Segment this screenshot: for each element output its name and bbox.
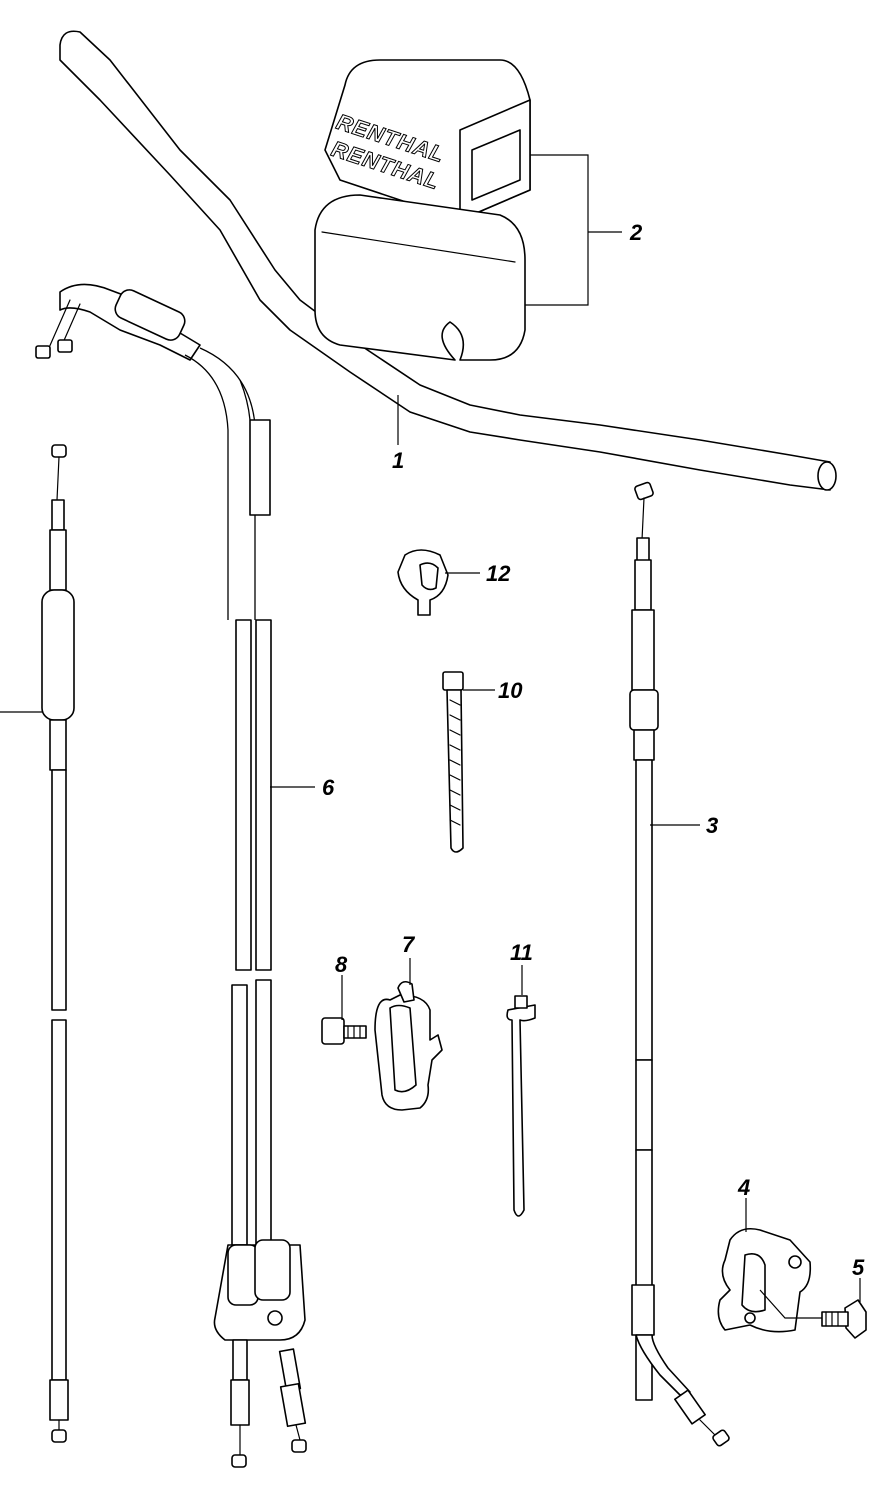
callout-4: 4 [737, 1175, 750, 1200]
callout-10: 10 [498, 678, 523, 703]
callout-3: 3 [706, 813, 718, 838]
handlebar-pad: RENTHAL RENTHAL [314, 59, 531, 361]
throttle-cable [35, 283, 307, 1468]
callout-labels: 1 2 3 4 5 6 7 8 10 11 12 [322, 220, 865, 1280]
cable-holder [717, 1227, 812, 1333]
handlebar [59, 30, 837, 491]
clutch-cable [629, 481, 730, 1447]
callout-2: 2 [629, 220, 643, 245]
callout-5: 5 [852, 1255, 865, 1280]
cable-clamp [397, 549, 449, 616]
callout-1: 1 [392, 448, 404, 473]
clamp-tie [506, 995, 536, 1217]
callout-8: 8 [335, 952, 348, 977]
cable-guide [374, 980, 443, 1111]
callout-11: 11 [510, 940, 533, 965]
holder-bolt [821, 1299, 867, 1339]
cable-tie [442, 671, 464, 853]
callout-12: 12 [486, 561, 511, 586]
guide-bolt [321, 1017, 367, 1045]
callout-6: 6 [322, 775, 335, 800]
left-cable [0, 444, 75, 1443]
leader-lines [270, 154, 861, 1319]
callout-7: 7 [402, 932, 416, 957]
